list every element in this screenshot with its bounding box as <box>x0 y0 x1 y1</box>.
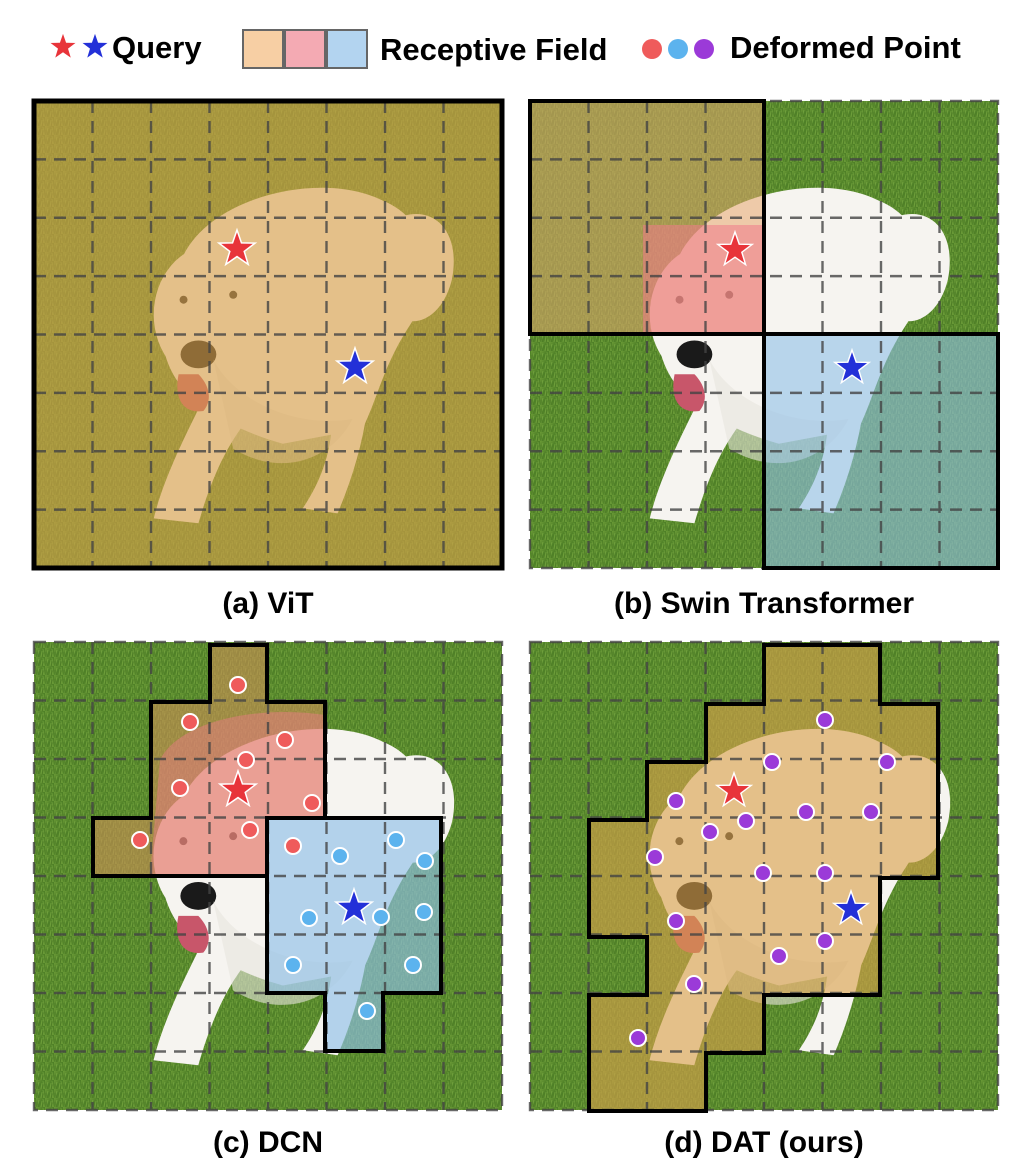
deformed-point <box>878 753 896 771</box>
panel-swin: (b) Swin Transformer <box>528 99 1000 620</box>
deformed-point-legend-label: Deformed Point <box>730 30 961 65</box>
deformed-points-blue <box>284 831 434 1020</box>
panel-vit: (a) ViT <box>31 98 505 620</box>
receptive-field-legend-label: Receptive Field <box>380 32 607 67</box>
deformed-point <box>387 831 405 849</box>
deformed-point <box>415 903 433 921</box>
panel-dat: (d) DAT (ours) <box>528 640 1000 1159</box>
deformed-point <box>816 864 834 882</box>
deformed-point <box>303 794 321 812</box>
deformed-point <box>300 909 318 927</box>
panel-caption-b: (b) Swin Transformer <box>614 587 914 620</box>
deformed-point-blue-dot-icon <box>668 39 688 59</box>
grid-outline <box>32 640 504 1112</box>
panel-dcn: (c) DCN <box>32 640 504 1159</box>
deformed-point <box>131 831 149 849</box>
window-border-blue <box>762 332 1000 570</box>
legend: Query Receptive Field Deformed Point <box>49 29 961 69</box>
deformed-point <box>667 912 685 930</box>
deformed-point <box>229 676 247 694</box>
deformed-point <box>797 803 815 821</box>
deformed-point-purple-dot-icon <box>694 39 714 59</box>
deformed-point <box>241 821 259 839</box>
receptive-field-blue-border <box>265 816 443 1053</box>
query-red-star-icon <box>49 32 78 59</box>
deformed-point <box>646 848 664 866</box>
deformed-point <box>372 908 390 926</box>
deformed-point <box>416 852 434 870</box>
panel-border <box>31 98 505 571</box>
deformed-point <box>276 731 294 749</box>
rf-orange-swatch <box>242 29 284 69</box>
panel-caption-c: (c) DCN <box>213 1126 323 1159</box>
grid-outline <box>528 640 1000 1112</box>
deformed-point <box>331 847 349 865</box>
deformed-point <box>171 779 189 797</box>
rf-pink-swatch <box>284 29 326 69</box>
deformed-point <box>237 751 255 769</box>
deformed-point <box>816 711 834 729</box>
receptive-field-border <box>587 643 940 1113</box>
deformed-point <box>667 792 685 810</box>
deformed-point <box>754 864 772 882</box>
deformed-point <box>358 1002 376 1020</box>
deformed-point <box>685 975 703 993</box>
deformed-point <box>737 812 755 830</box>
deformed-point <box>816 932 834 950</box>
rf-blue-swatch <box>326 29 368 69</box>
deformed-point <box>701 823 719 841</box>
deformed-point <box>763 753 781 771</box>
deformed-point <box>404 956 422 974</box>
deformed-points-purple <box>629 711 896 1047</box>
deformed-point-red-dot-icon <box>642 39 662 59</box>
deformed-point <box>284 837 302 855</box>
dog-face-pink-tint <box>643 225 764 334</box>
deformed-point <box>181 713 199 731</box>
query-legend-label: Query <box>112 30 202 65</box>
panel-caption-d: (d) DAT (ours) <box>664 1126 863 1159</box>
deformed-point <box>284 956 302 974</box>
deformed-points-red <box>131 676 321 855</box>
panel-caption-a: (a) ViT <box>222 587 313 620</box>
deformed-point <box>770 947 788 965</box>
deformed-point <box>862 803 880 821</box>
deformed-point <box>629 1029 647 1047</box>
query-blue-star-icon <box>81 32 110 59</box>
